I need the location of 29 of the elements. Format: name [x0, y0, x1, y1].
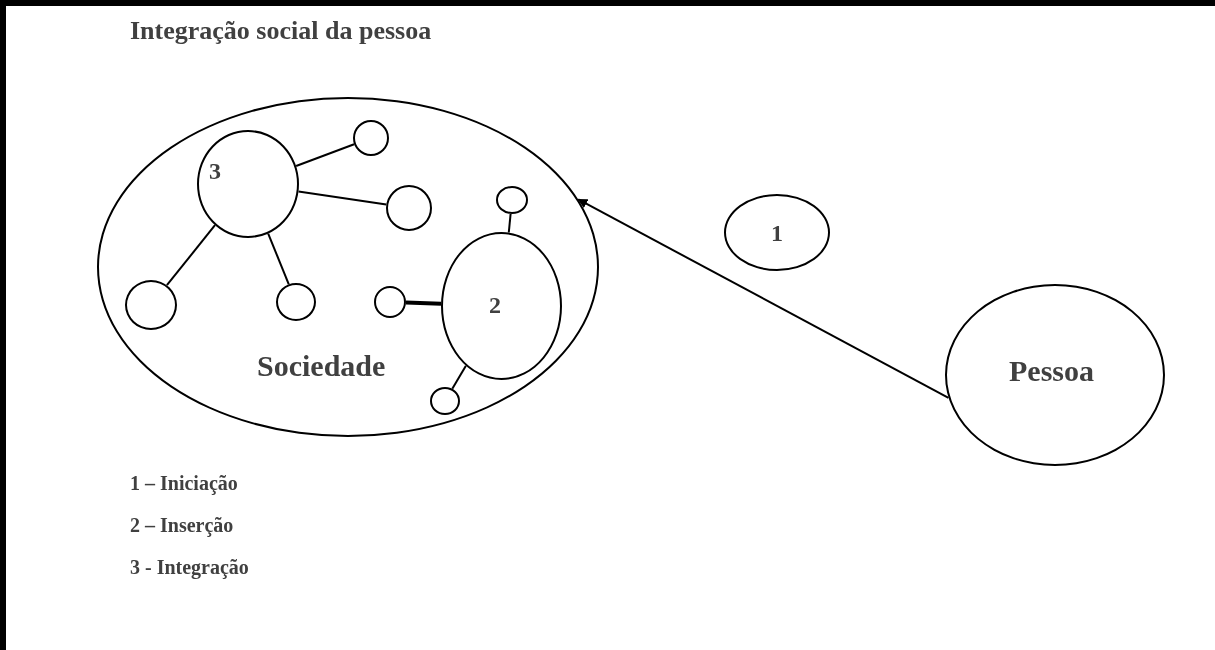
ellipse [724, 194, 830, 271]
small-circle [496, 186, 528, 214]
small-circle [374, 286, 406, 318]
small-circle [430, 387, 460, 415]
legend-note: 1 – Iniciação [130, 472, 238, 495]
arrow [577, 198, 950, 399]
connector-line [451, 364, 467, 390]
connector-line [267, 232, 290, 286]
node-label: Sociedade [257, 349, 386, 383]
legend-note: 3 - Integração [130, 556, 249, 579]
connector-line [295, 143, 356, 167]
connector-line [405, 300, 442, 306]
connector-line [507, 212, 512, 234]
title: Integração social da pessoa [130, 16, 432, 46]
person-circle [945, 284, 1165, 466]
ellipse [441, 232, 562, 380]
society-ellipse [97, 97, 599, 437]
connector-line [297, 190, 388, 206]
node-label: Pessoa [1009, 354, 1094, 388]
number-label: 1 [771, 220, 783, 247]
legend-note: 2 – Inserção [130, 514, 234, 537]
number-label: 3 [209, 158, 221, 185]
small-circle [276, 283, 316, 321]
circle [197, 130, 299, 238]
small-circle [386, 185, 432, 231]
connector-line [165, 224, 216, 287]
number-label: 2 [489, 292, 501, 319]
small-circle [125, 280, 177, 330]
small-circle [353, 120, 389, 156]
